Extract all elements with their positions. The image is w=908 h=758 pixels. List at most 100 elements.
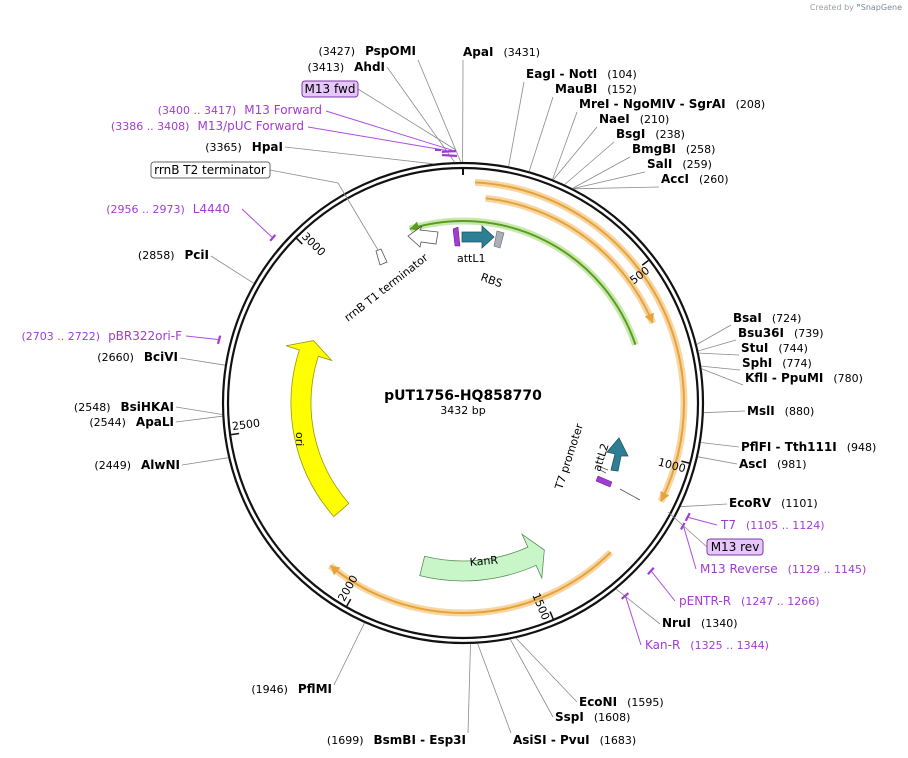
site-name-pspomi: PspOMI <box>365 44 416 58</box>
site-msli[interactable]: MslI(880) <box>747 404 814 418</box>
site-asci[interactable]: AscI(981) <box>739 457 807 471</box>
site-pos-nrui: (1340) <box>701 617 738 630</box>
primer-name-m13-puc-forward: M13/pUC Forward <box>197 119 304 133</box>
primer-name-l4440: L4440 <box>193 202 230 216</box>
snapgene-credit: Created by ❞SnapGene <box>810 3 902 12</box>
site-name-asci: AscI <box>739 457 767 471</box>
primer-name-m13-forward: M13 Forward <box>244 103 322 117</box>
leader-hpai <box>284 146 434 165</box>
site-apali[interactable]: (2544) ApaLI <box>89 415 174 429</box>
leader-kfli-ppumi <box>701 368 744 386</box>
kanr-feature[interactable] <box>419 533 545 582</box>
site-ecorv[interactable]: EcoRV(1101) <box>729 496 818 510</box>
rrnb-t1-arrow-icon <box>407 225 439 248</box>
site-asisi-pvui[interactable]: AsiSI - PvuI(1683) <box>513 733 636 747</box>
site-pflmi[interactable]: (1946)PflMI <box>251 682 332 696</box>
leader-pspomi <box>417 59 462 163</box>
site-bcivi[interactable]: (2660)BciVI <box>97 350 178 364</box>
rbs-label: RBS <box>479 271 504 291</box>
site-pspomi[interactable]: (3427)PspOMI <box>318 44 416 58</box>
primer-pentr-r[interactable]: pENTR-R(1247 .. 1266) <box>679 594 820 608</box>
m13-rev-box[interactable]: M13 rev <box>706 538 764 556</box>
primer-m13-reverse[interactable]: M13 Reverse(1129 .. 1145) <box>700 562 866 576</box>
rrnb-t2-rect <box>150 161 271 179</box>
site-name-maubi: MauBI <box>555 82 597 96</box>
site-name-sali: SalI <box>647 157 672 171</box>
leader-mrei-ngomiv-sgrai <box>552 111 578 180</box>
m13-fwd-primer-bar <box>441 153 458 158</box>
leader-bmgbi <box>572 156 631 189</box>
site-apai[interactable]: ApaI(3431) <box>463 45 540 59</box>
site-name-nrui: NruI <box>662 616 691 630</box>
site-pos-sphi: (774) <box>782 357 812 370</box>
site-eagi-noti[interactable]: EagI - NotI(104) <box>526 67 637 81</box>
site-pos-maubi: (152) <box>607 83 637 96</box>
site-bsihkai[interactable]: (2548)BsiHKAI <box>74 400 174 414</box>
site-name-bsu36i: Bsu36I <box>738 326 784 340</box>
leader-asci <box>697 456 738 465</box>
site-sali[interactable]: SalI(259) <box>647 157 712 171</box>
site-pos-apali: (2544) <box>89 416 126 429</box>
site-bsgi[interactable]: BsgI(238) <box>616 127 685 141</box>
site-alwni[interactable]: (2449)AlwNI <box>94 458 180 472</box>
scale-tick-3000 <box>296 237 303 245</box>
primer-t7[interactable]: T7(1105 .. 1124) <box>720 518 825 532</box>
site-econi[interactable]: EcoNI(1595) <box>579 695 664 709</box>
primer-leader-pbr322ori-f <box>185 335 219 340</box>
primer-mark-t7 <box>684 512 691 522</box>
site-name-apali: ApaLI <box>136 415 174 429</box>
site-hpai[interactable]: (3365)HpaI <box>205 140 283 154</box>
site-kfli-ppumi[interactable]: KflI - PpuMI(780) <box>745 371 863 385</box>
site-name-ecorv: EcoRV <box>729 496 772 510</box>
rrnb-t2-terminator-box[interactable]: rrnB T2 terminator <box>150 161 271 179</box>
site-pos-ahdi: (3413) <box>308 61 345 74</box>
site-sspi[interactable]: SspI(1608) <box>555 710 630 724</box>
site-name-pflmi: PflMI <box>298 682 332 696</box>
orange-arc-lower <box>329 551 612 614</box>
site-pos-stui: (744) <box>778 342 808 355</box>
ori-feature[interactable] <box>285 340 350 518</box>
site-name-msli: MslI <box>747 404 775 418</box>
site-bsai[interactable]: BsaI(724) <box>733 311 801 325</box>
attl1-primer-mark <box>452 226 461 247</box>
primer-l4440[interactable]: (2956 .. 2973)L4440 <box>106 202 230 216</box>
orange-arc-inner-arrow <box>644 312 654 323</box>
primer-m13-puc-forward[interactable]: (3386 .. 3408)M13/pUC Forward <box>111 119 304 133</box>
primer-m13-forward[interactable]: (3400 .. 3417)M13 Forward <box>158 103 322 117</box>
leader-bsu36i <box>698 339 737 352</box>
primer-leader-t7 <box>688 517 718 526</box>
site-pos-alwni: (2449) <box>94 459 131 472</box>
site-separator: - <box>771 440 784 454</box>
leader-nrui <box>615 588 661 625</box>
leader-m13-fwd <box>357 88 457 151</box>
primer-kan-r[interactable]: Kan-R(1325 .. 1344) <box>645 638 769 652</box>
site-pcii[interactable]: (2858)PciI <box>138 248 209 262</box>
site-ahdi[interactable]: (3413)AhdI <box>308 60 385 74</box>
site-bsu36i[interactable]: Bsu36I(739) <box>738 326 824 340</box>
site-stui[interactable]: StuI(744) <box>741 341 808 355</box>
site-bsmbi-esp3i[interactable]: (1699)BsmBI - Esp3I <box>327 733 466 747</box>
primer-pbr322ori-f[interactable]: (2703 .. 2722)pBR322ori-F <box>22 329 183 343</box>
leader-bsmbi-esp3i <box>467 643 471 734</box>
m13-fwd-label: M13 fwd <box>305 82 356 96</box>
label-leaders <box>175 59 746 734</box>
leader-maubi <box>528 96 554 172</box>
rrnb-t2-terminator-label: rrnB T2 terminator <box>154 163 266 177</box>
site-bmgbi[interactable]: BmgBI(258) <box>632 142 715 156</box>
leader-sali <box>572 171 646 189</box>
site-name-naei: NaeI <box>599 112 630 126</box>
site-nrui[interactable]: NruI (1340) <box>662 616 738 630</box>
leader-apali <box>175 415 223 423</box>
site-pflfi-tth111i[interactable]: PflFI - Tth111I(948) <box>741 440 876 454</box>
site-maubi[interactable]: MauBI (152) <box>555 82 637 96</box>
green-arc-arrow <box>409 221 420 232</box>
site-acci[interactable]: AccI(260) <box>661 172 729 186</box>
m13-fwd-box[interactable]: M13 fwd <box>301 80 359 98</box>
site-pos-hpai: (3365) <box>205 141 242 154</box>
orange-arc-outer <box>475 181 685 502</box>
site-sphi[interactable]: SphI(774) <box>742 356 812 370</box>
site-mrei-ngomiv-sgrai[interactable]: MreI - NgoMIV - SgrAI(208) <box>579 97 765 111</box>
site-separator: - <box>547 733 560 747</box>
site-name-bsihkai: BsiHKAI <box>121 400 175 414</box>
site-naei[interactable]: NaeI(210) <box>599 112 669 126</box>
